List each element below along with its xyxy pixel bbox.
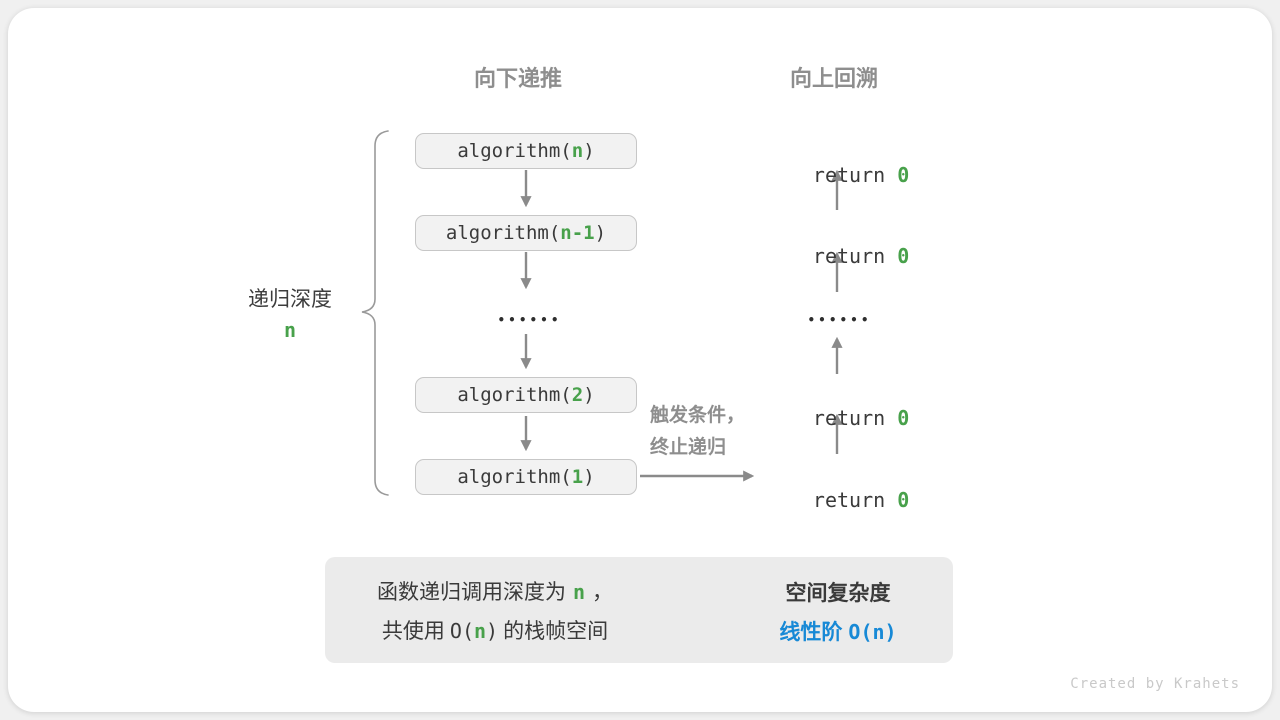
code-suffix: ) <box>583 140 595 162</box>
code-arg: 1 <box>571 466 584 488</box>
terminate-line-2: 终止递归 <box>650 437 727 458</box>
return-value: 0 <box>897 406 910 430</box>
grade-label: 线性阶 <box>779 621 843 644</box>
return-keyword: return <box>812 488 898 512</box>
summary-big-o: O(n) <box>450 619 498 643</box>
return-statement: return 0 <box>765 464 910 536</box>
grade-big-o: O(n) <box>848 620 897 644</box>
return-statement: return 0 <box>765 139 910 211</box>
summary-text: ， <box>592 581 614 604</box>
header-recurse-down: 向下递推 <box>473 66 563 91</box>
summary-text: 共使用 <box>381 620 445 643</box>
terminate-line-1: 触发条件， <box>650 405 746 426</box>
summary-text: 函数递归调用深度为 <box>376 581 566 604</box>
code-prefix: algorithm( <box>457 140 572 162</box>
summary-var-n: n <box>572 580 586 604</box>
summary-panel <box>325 557 953 663</box>
summary-o-open: O( <box>449 619 474 643</box>
summary-o-close: ) <box>486 619 499 643</box>
code-prefix: algorithm( <box>445 222 561 244</box>
return-statement: return 0 <box>765 382 910 454</box>
call-box-n-1: algorithm(n-1) <box>415 215 637 251</box>
code-suffix: ) <box>583 384 595 406</box>
terminate-annotation: 触发条件， 终止递归 <box>650 400 745 464</box>
code-arg: n <box>571 140 584 162</box>
depth-label: 递归深度 <box>248 288 332 311</box>
summary-left-line-1: 函数递归调用深度为 n ， <box>345 573 645 612</box>
code-arg: 2 <box>571 384 584 406</box>
watermark: Created by Krahets <box>1070 676 1240 692</box>
code-arg: n-1 <box>560 222 595 244</box>
summary-var-n: n <box>474 619 487 643</box>
return-value: 0 <box>897 488 910 512</box>
summary-text: 的栈帧空间 <box>503 620 609 643</box>
header-backtrack-up: 向上回溯 <box>789 66 879 91</box>
call-box-n: algorithm(n) <box>415 133 637 169</box>
return-keyword: return <box>812 163 898 187</box>
return-value: 0 <box>897 244 910 268</box>
code-suffix: ) <box>594 222 607 244</box>
depth-brace-icon <box>361 130 389 496</box>
code-prefix: algorithm( <box>457 384 572 406</box>
call-box-2: algorithm(2) <box>415 377 637 413</box>
code-prefix: algorithm( <box>457 466 572 488</box>
ellipsis-right: •••••• <box>807 313 872 327</box>
space-complexity-title: 空间复杂度 <box>785 582 891 605</box>
return-value: 0 <box>897 163 910 187</box>
return-keyword: return <box>812 406 898 430</box>
call-box-1: algorithm(1) <box>415 459 637 495</box>
depth-variable: n <box>283 318 297 342</box>
return-statement: return 0 <box>765 220 910 292</box>
ellipsis-left: •••••• <box>497 313 562 327</box>
code-suffix: ) <box>583 466 595 488</box>
return-keyword: return <box>812 244 898 268</box>
